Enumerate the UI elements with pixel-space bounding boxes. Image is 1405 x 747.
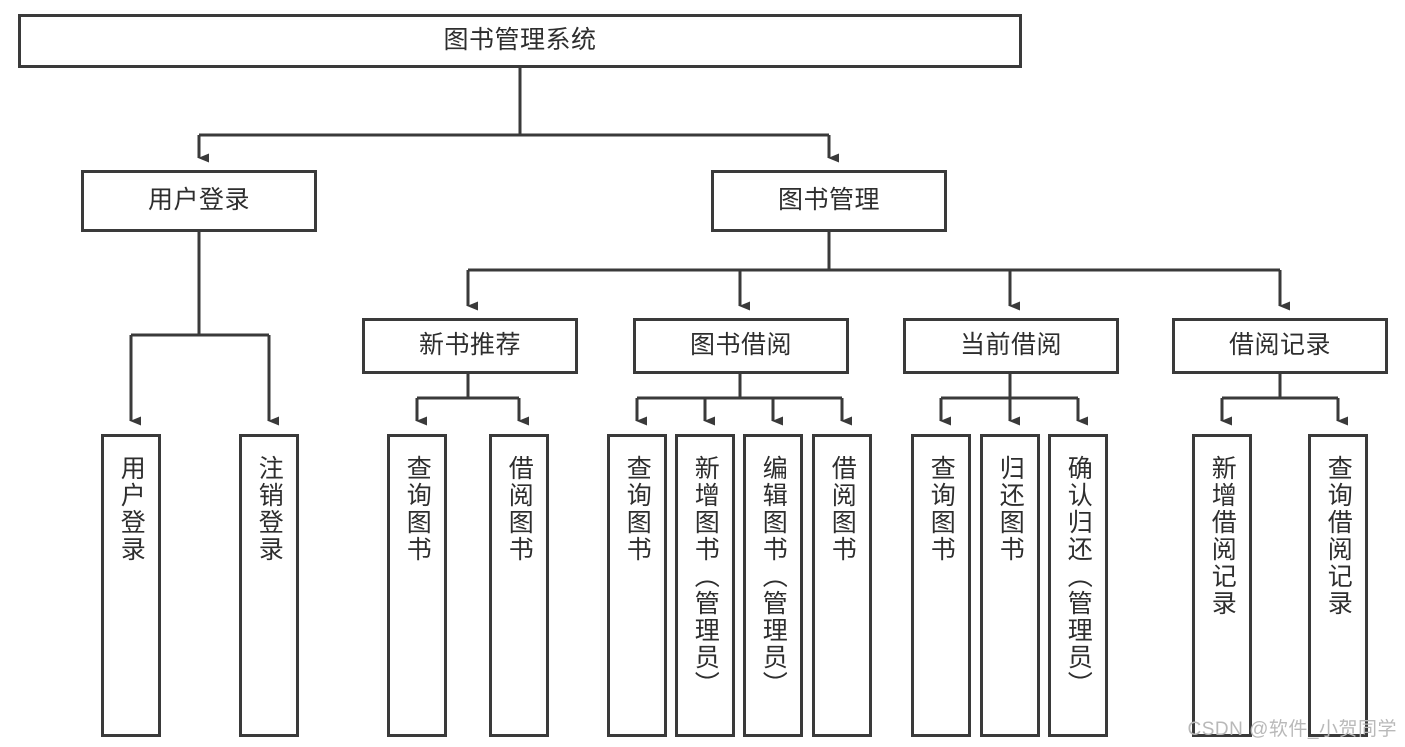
node-label: 用户登录 <box>147 186 250 215</box>
node-book-management[interactable]: 图书管理 <box>711 170 947 232</box>
node-leaf-query-record[interactable]: 查询借阅记录 <box>1308 434 1368 737</box>
node-leaf-query-book-3[interactable]: 查询图书 <box>911 434 971 737</box>
node-label: 归还图书 <box>996 455 1025 563</box>
node-leaf-logout-login[interactable]: 注销登录 <box>239 434 299 737</box>
node-leaf-borrow-book-2[interactable]: 借阅图书 <box>812 434 872 737</box>
node-label: 查询图书 <box>623 455 652 563</box>
node-borrow-record[interactable]: 借阅记录 <box>1172 318 1388 374</box>
node-label: 新书推荐 <box>418 331 521 360</box>
node-leaf-query-book-1[interactable]: 查询图书 <box>387 434 447 737</box>
node-new-book-recommend[interactable]: 新书推荐 <box>362 318 578 374</box>
node-label: 查询图书 <box>403 455 432 563</box>
node-leaf-return-book[interactable]: 归还图书 <box>980 434 1040 737</box>
node-leaf-add-book[interactable]: 新增图书（管理员） <box>675 434 735 737</box>
node-label: 新增图书（管理员） <box>691 455 720 698</box>
node-leaf-query-book-2[interactable]: 查询图书 <box>607 434 667 737</box>
node-label: 新增借阅记录 <box>1208 455 1237 617</box>
node-label: 注销登录 <box>255 455 284 563</box>
node-label: 查询图书 <box>927 455 956 563</box>
node-leaf-user-login[interactable]: 用户登录 <box>101 434 161 737</box>
node-label: 借阅记录 <box>1228 331 1331 360</box>
node-current-borrow[interactable]: 当前借阅 <box>903 318 1119 374</box>
node-user-login[interactable]: 用户登录 <box>81 170 317 232</box>
node-book-borrow[interactable]: 图书借阅 <box>633 318 849 374</box>
node-label: 确认归还（管理员） <box>1064 455 1093 698</box>
node-root-system[interactable]: 图书管理系统 <box>18 14 1022 68</box>
node-leaf-confirm-return[interactable]: 确认归还（管理员） <box>1048 434 1108 737</box>
node-leaf-edit-book[interactable]: 编辑图书（管理员） <box>743 434 803 737</box>
node-label: 当前借阅 <box>959 331 1062 360</box>
node-label: 借阅图书 <box>505 455 534 563</box>
node-label: 编辑图书（管理员） <box>759 455 788 698</box>
node-label: 借阅图书 <box>828 455 857 563</box>
node-label: 查询借阅记录 <box>1324 455 1353 617</box>
node-label: 图书管理系统 <box>443 26 597 55</box>
node-leaf-add-record[interactable]: 新增借阅记录 <box>1192 434 1252 737</box>
csdn-watermark: CSDN @软件_小贺同学 <box>1187 719 1397 740</box>
node-label: 用户登录 <box>117 455 146 563</box>
node-label: 图书管理 <box>777 186 880 215</box>
node-leaf-borrow-book-1[interactable]: 借阅图书 <box>489 434 549 737</box>
node-label: 图书借阅 <box>689 331 792 360</box>
